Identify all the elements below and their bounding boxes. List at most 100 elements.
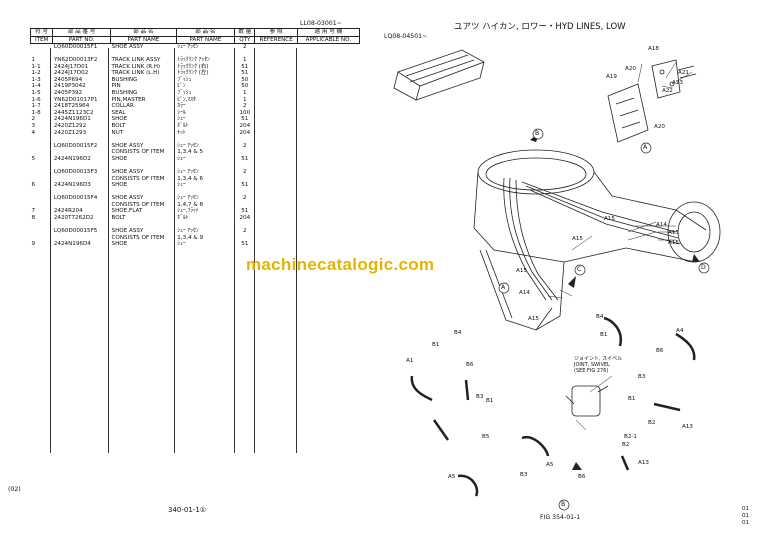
cell-part-no: 2424J17D02 — [53, 70, 89, 77]
table-row: CONSISTS OF ITEM 1,3,4 & 5 — [31, 149, 360, 156]
cell-qty: 51 — [241, 70, 249, 77]
cell-applicable — [297, 83, 359, 90]
label-b4-r: B4 — [596, 314, 604, 320]
cell-part-no — [53, 235, 111, 242]
header-applicable-jp: 適 用 号 機 — [296, 28, 361, 37]
cell-item: 4 — [31, 129, 36, 136]
cell-applicable — [297, 64, 359, 71]
label-b1: B1 — [432, 342, 440, 348]
label-a18: A18 — [648, 46, 659, 52]
label-a15-bottom: A15 — [528, 316, 539, 322]
cell-part-no: LQ60D00015F1 — [53, 44, 98, 50]
cell-item: 6 — [31, 182, 36, 189]
cell-item: 1-3 — [31, 76, 41, 83]
header-item-jp: 符 号 — [29, 28, 54, 37]
label-a23: A23 — [672, 80, 683, 86]
cell-reference — [255, 123, 297, 130]
callout-b: B — [535, 130, 540, 137]
label-joint-swivel: ジョイント, スイベル JOINT, SWIVEL (SEE FIG 276) — [574, 356, 623, 374]
cell-item: 7 — [31, 208, 36, 215]
header-qty: QTY — [234, 35, 256, 44]
cell-applicable — [297, 149, 359, 156]
cell-reference — [255, 110, 297, 117]
cell-qty: 51 — [241, 116, 249, 123]
cell-part-name: BUSHING — [111, 90, 138, 97]
cell-part-name: PIN,MASTER — [111, 96, 146, 103]
label-a13-b: A13 — [638, 460, 649, 466]
cell-part-no: 2424N196D2 — [53, 155, 91, 162]
column-divider — [296, 48, 297, 453]
cell-qty: 51 — [241, 182, 249, 189]
cell-part-name: TRACK LINK ASSY — [111, 57, 161, 64]
cell-applicable — [297, 169, 359, 176]
cell-reference — [255, 176, 297, 183]
cell-reference — [255, 130, 297, 137]
cell-part-name-jp: ｼｰﾙ — [177, 109, 186, 116]
header-part-name2-jp: 部 品 名 — [175, 28, 236, 37]
cell-part-name: SEAL — [111, 109, 126, 116]
cell-item: 2 — [31, 116, 36, 123]
cell-qty: 1 — [243, 57, 247, 64]
cell-part-name-jp: ﾄﾗｯｸﾘﾝｸ (右) — [177, 63, 209, 70]
diagram-page: LQ08-04501~ ユアツ ハイカン, ロワー・HYD LINES, LOW — [376, 0, 768, 538]
cell-applicable — [297, 77, 359, 84]
cell-item: 9 — [31, 241, 36, 248]
cell-qty: 51 — [241, 208, 249, 215]
label-a15-mid: A15 — [572, 236, 583, 242]
cell-applicable — [297, 143, 359, 150]
cell-applicable — [297, 44, 359, 51]
diagram-code: LQ08-04501~ — [384, 33, 428, 40]
cell-part-no: 2424N196D4 — [53, 241, 91, 248]
callout-c: C — [577, 266, 582, 273]
callout-a: A — [643, 144, 648, 151]
cell-part-name: SHOE ASSY — [111, 195, 144, 202]
cell-part-name-jp: ﾌﾞｯｼｭ — [177, 90, 192, 97]
label-b1-r: B1 — [600, 332, 608, 338]
cell-part-no: LQ60D00015F4 — [53, 195, 98, 202]
cell-applicable — [297, 103, 359, 110]
cell-reference — [255, 70, 297, 77]
cell-part-name-jp: ﾄﾗｯｸﾘﾝｸ (左) — [177, 70, 209, 77]
cell-applicable — [297, 110, 359, 117]
column-divider — [234, 48, 235, 453]
label-a20: A20 — [625, 66, 636, 72]
cell-item: 5 — [31, 155, 36, 162]
cell-reference — [255, 235, 297, 242]
cell-applicable — [297, 228, 359, 235]
label-a14: A14 — [656, 222, 667, 228]
cell-item: 1-1 — [31, 63, 41, 70]
cell-part-no: 2405P694 — [53, 76, 83, 83]
cell-reference — [255, 44, 297, 51]
cell-applicable — [297, 130, 359, 137]
callout-circle-a — [640, 142, 652, 154]
cell-part-name-jp: 1,3,4 & 5 — [177, 149, 204, 156]
callout-circle-b — [532, 128, 544, 140]
label-a15-r1: A15 — [668, 230, 679, 236]
cell-reference — [255, 77, 297, 84]
cell-part-name-jp: ﾎﾞﾙﾄ — [177, 215, 189, 222]
cell-item: 1-5 — [31, 90, 41, 97]
cell-part-name: CONSISTS OF ITEM — [111, 149, 165, 156]
header-item: ITEM — [29, 35, 54, 44]
cell-reference — [255, 241, 297, 248]
cell-applicable — [297, 182, 359, 189]
cell-applicable — [297, 241, 359, 248]
callout-b-lower: B — [561, 501, 566, 508]
cell-part-no: 2419P3042 — [53, 83, 86, 90]
cell-part-name-jp: ｼｭｰ — [177, 116, 186, 123]
cell-part-no: YN62D01017P1 — [53, 96, 98, 103]
cell-qty: 2 — [243, 142, 247, 149]
bracket-drawing — [607, 59, 697, 143]
cell-part-name-jp: ｼｭｰ,ﾌﾗｯﾄ — [177, 208, 199, 215]
